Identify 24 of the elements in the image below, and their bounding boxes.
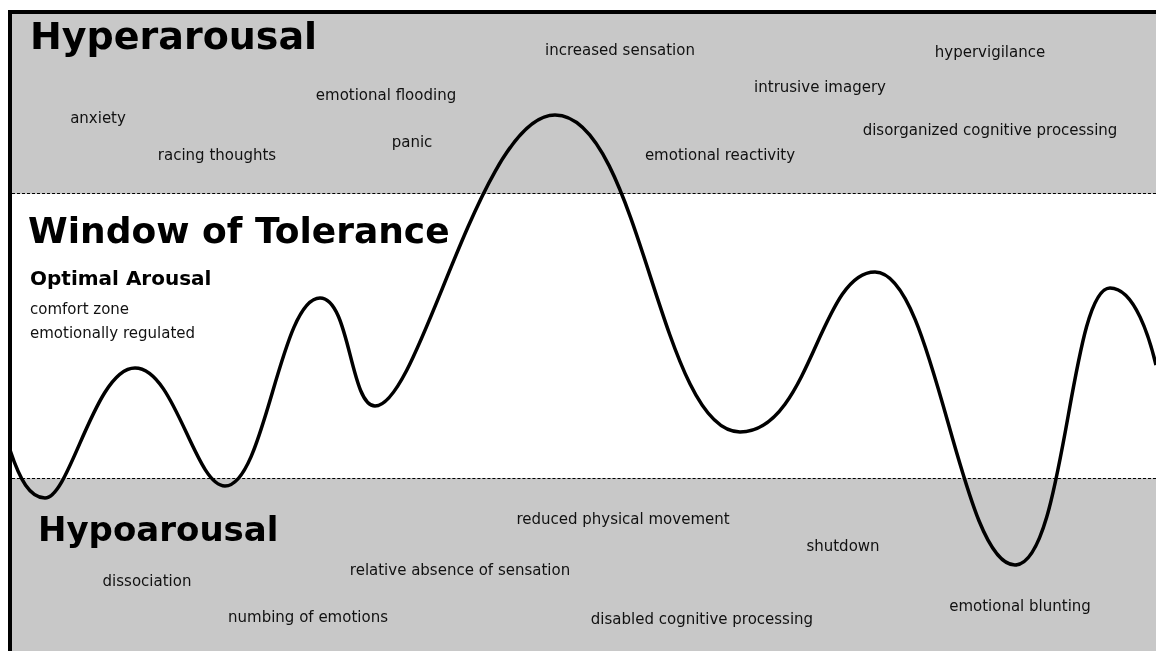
symptom-label: dissociation <box>102 572 192 590</box>
symptom-label: racing thoughts <box>157 146 277 164</box>
zone-heading: Hyperarousal <box>30 14 318 58</box>
zone-heading: Window of Tolerance <box>28 210 450 251</box>
symptom-label: intrusive imagery <box>754 78 886 96</box>
symptom-label: increased sensation <box>545 41 695 59</box>
description-text: emotionally regulated <box>30 324 195 342</box>
symptom-label: disorganized cognitive processing <box>862 121 1118 139</box>
zone-subheading: Optimal Arousal <box>30 266 212 290</box>
symptom-label: reduced physical movement <box>516 510 730 528</box>
symptom-label: shutdown <box>806 537 880 555</box>
symptom-label: emotional blunting <box>949 597 1091 615</box>
hypoarousal-zone <box>12 478 1156 651</box>
hyperarousal-zone <box>12 14 1156 194</box>
symptom-label: emotional flooding <box>315 86 457 104</box>
symptom-label: hypervigilance <box>934 43 1046 61</box>
zone-heading: Hypoarousal <box>38 509 279 549</box>
symptom-label: numbing of emotions <box>228 608 388 626</box>
symptom-label: disabled cognitive processing <box>590 610 814 628</box>
symptom-label: panic <box>391 133 433 151</box>
symptom-label: anxiety <box>70 109 126 127</box>
symptom-label: emotional reactivity <box>644 146 796 164</box>
symptom-label: relative absence of sensation <box>349 561 571 579</box>
description-text: comfort zone <box>30 300 130 318</box>
